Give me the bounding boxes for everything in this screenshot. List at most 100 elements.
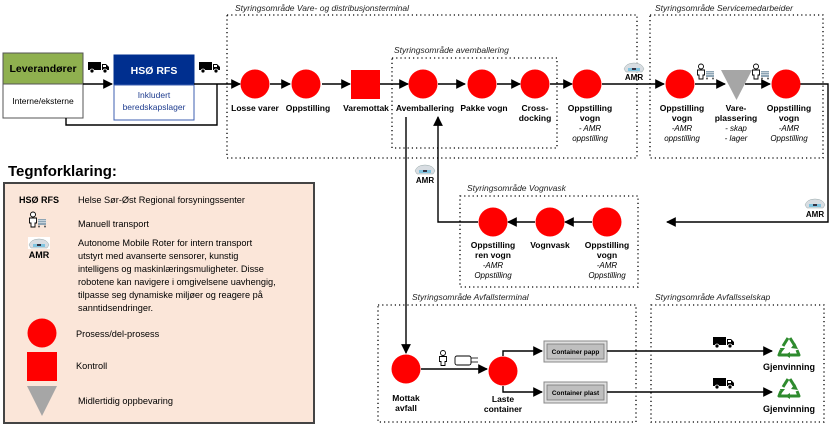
zone-vognvask: [459, 195, 639, 288]
truck-icon: [198, 61, 221, 74]
legend-box: HSØ RFS Helse Sør-Øst Regional forsyning…: [3, 182, 315, 424]
node-vareplassering-storage: [721, 70, 752, 100]
legend-amr-line-5: tilpasse seg dynamiske miljøer og reager…: [78, 290, 264, 300]
container-papp: Container papp: [543, 340, 608, 363]
truck-icon: [712, 377, 735, 390]
manual-transport-icon: [697, 63, 715, 80]
node-vp-line1: Vare-: [726, 103, 747, 113]
legend-amr-abbr: AMR: [29, 250, 50, 260]
node-vp-line2: plassering: [715, 113, 758, 123]
node-ov1-sub1: - AMR: [579, 124, 602, 133]
node-ov1-line1: Oppstilling: [568, 103, 612, 113]
rfs-subtitle-1: Inkludert: [138, 90, 171, 100]
legend-amr-line-1: Autonome Mobile Roter for intern transpo…: [78, 238, 253, 248]
legend-storage-text: Midlertidig oppbevaring: [78, 396, 173, 406]
node-laste-container: [488, 356, 518, 386]
flow-arrow: [502, 386, 543, 397]
node-rv-sub2: Oppstilling: [474, 271, 512, 280]
legend-manual-text: Manuell transport: [78, 219, 149, 229]
node-rv-line1: Oppstilling: [471, 240, 515, 250]
node-vvo-sub2: Oppstilling: [588, 271, 626, 280]
flow-arrow: [502, 346, 543, 356]
node-losse-varer: [240, 69, 270, 99]
legend-process-text: Prosess/del-prosess: [76, 329, 160, 339]
recycle-icon: [777, 337, 801, 358]
node-vvo-sub1: -AMR: [597, 261, 618, 270]
recycle-icon: [777, 378, 801, 399]
node-ov2-line1: Oppstilling: [660, 103, 704, 113]
node-vognvask-oppstilling: [592, 207, 622, 237]
amr-label: AMR: [416, 176, 434, 185]
node-pakke-label: Pakke vogn: [460, 103, 507, 113]
legend-control-text: Kontroll: [76, 361, 107, 371]
zone-avfallsterminal: [377, 304, 637, 423]
node-losse-label: Losse varer: [231, 103, 279, 113]
node-oppstilling-vogn-1: [572, 69, 602, 99]
node-ov2-line2: vogn: [672, 113, 692, 123]
zone-service-title: Styringsområde Servicemedarbeider: [655, 3, 794, 13]
suppliers-subtitle: Interne/eksterne: [12, 96, 74, 106]
bypass-line: [65, 84, 218, 126]
legend-title: Tegnforklaring:: [8, 163, 117, 180]
amr-icon: [414, 164, 436, 175]
zone-avemballering-title: Styringsområde avemballering: [394, 45, 509, 55]
node-vp-sub1: - skap: [725, 124, 747, 133]
truck-icon: [712, 336, 735, 349]
node-ov3-line1: Oppstilling: [767, 103, 811, 113]
legend-amr-line-4: robotene kan navigere i omgivelsene uavh…: [78, 277, 276, 287]
truck-icon: [87, 61, 110, 74]
node-mottak-avfall: [391, 354, 421, 384]
zone-vognvask-title: Styringsområde Vognvask: [467, 183, 567, 193]
zone-avfallsterminal-title: Styringsområde Avfallsterminal: [412, 292, 530, 302]
zone-avfallsselskap: [650, 304, 825, 423]
container-plast-label: Container plast: [552, 390, 600, 397]
amr-icon: [623, 62, 645, 73]
node-lc-line1: Laste: [492, 394, 514, 404]
node-vognvask-label: Vognvask: [530, 240, 570, 250]
return-line-to-avemballering: [433, 116, 478, 223]
suppliers-box: Leverandører Interne/eksterne: [2, 52, 84, 119]
node-cross-docking: [520, 69, 550, 99]
node-vognvask: [535, 207, 565, 237]
return-line-to-vognvask: [666, 83, 829, 227]
node-vvo-line1: Oppstilling: [585, 240, 629, 250]
node-vp-sub2: - lager: [725, 134, 748, 143]
node-pakke-vogn: [467, 69, 497, 99]
rfs-box: HSØ RFS Inkludert beredskapslager: [113, 54, 195, 121]
legend-rfs-text: Helse Sør-Øst Regional forsyningssenter: [78, 195, 245, 205]
rfs-subtitle-2: beredskapslager: [123, 102, 186, 112]
zone-servicemedarbeider: [649, 14, 824, 159]
zone-avfallsselskap-title: Styringsområde Avfallsselskap: [655, 292, 771, 302]
legend-process-symbol: [27, 318, 57, 348]
node-ov2-sub1: -AMR: [672, 124, 693, 133]
rfs-title: HSØ RFS: [131, 65, 178, 77]
node-ov3-sub2: Oppstilling: [770, 134, 808, 143]
node-ov3-sub1: -AMR: [779, 124, 800, 133]
node-ma-line1: Mottak: [392, 393, 420, 403]
node-oppstilling-label: Oppstilling: [286, 103, 330, 113]
node-rv-sub1: -AMR: [483, 261, 504, 270]
recycle-label-1: Gjenvinning: [763, 362, 815, 372]
node-ov3-line2: vogn: [779, 113, 799, 123]
amr-icon: [804, 198, 826, 209]
legend-control-symbol: [27, 352, 57, 381]
node-varemottak-label: Varemottak: [343, 103, 389, 113]
node-avemballering: [408, 69, 438, 99]
node-avemballering-label: Avemballering: [396, 103, 454, 113]
node-varemottak-control: [351, 70, 380, 99]
legend-amr-line-2: utstyrt med avanserte sensorer, kunstig: [78, 251, 238, 261]
node-oppstilling-vogn-2: [665, 69, 695, 99]
zone-vare-title: Styringsområde Vare- og distribusjonster…: [235, 3, 410, 13]
node-vvo-line2: vogn: [597, 250, 617, 260]
recycle-label-2: Gjenvinning: [763, 404, 815, 414]
node-oppstilling-ren-vogn: [478, 207, 508, 237]
legend-rfs-abbr: HSØ RFS: [19, 195, 59, 205]
node-ma-line2: avfall: [395, 403, 417, 413]
container-plast: Container plast: [543, 381, 608, 404]
manual-transport-icon: [752, 63, 770, 80]
node-oppstilling-vogn-3: [771, 69, 801, 99]
node-ov1-line2: vogn: [580, 113, 600, 123]
legend-storage-symbol: [27, 386, 57, 416]
node-rv-line2: ren vogn: [475, 250, 511, 260]
